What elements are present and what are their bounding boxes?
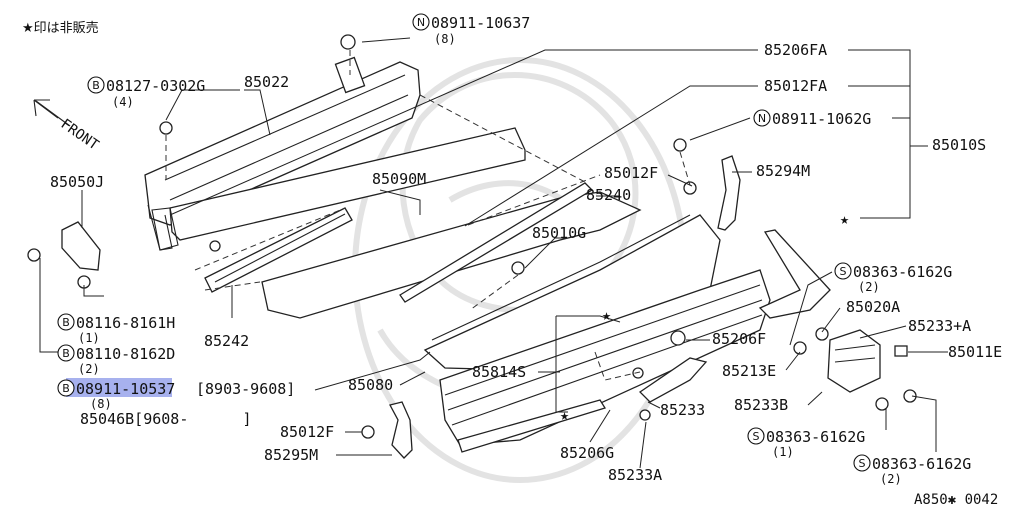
svg-text:B: B (62, 316, 70, 329)
svg-text:(2): (2) (78, 362, 100, 376)
callout-85080[interactable]: 85080 (348, 376, 393, 394)
callout-85012fa[interactable]: 85012FA (764, 77, 827, 95)
svg-text:[8903-9608]: [8903-9608] (196, 380, 295, 398)
callout-85233a-plus[interactable]: 85233+A (908, 317, 971, 335)
callout-s-08363-6162g-top[interactable]: S 08363-6162G (2) (834, 262, 952, 294)
callout-85050j[interactable]: 85050J (50, 173, 104, 191)
callout-85213e[interactable]: 85213E (722, 362, 776, 380)
retainer-85240 (399, 182, 594, 303)
callout-85294m[interactable]: 85294M (756, 162, 810, 180)
svg-text:(1): (1) (772, 445, 794, 459)
svg-text:08911-10637: 08911-10637 (431, 14, 530, 32)
callout-85010g[interactable]: 85010G (532, 224, 586, 242)
molding-85206fa (758, 229, 831, 319)
star-marker-1: ★ (840, 210, 849, 228)
callout-n-08911-1062g[interactable]: N 08911-1062G (753, 109, 871, 128)
callout-85012f-top[interactable]: 85012F (604, 164, 658, 182)
bracket-85242 (204, 207, 353, 293)
callout-b-08911-10537[interactable]: B 08911-10537 [8903-9608] (8) (57, 378, 295, 411)
star-marker-3: ★ (560, 406, 569, 424)
svg-text:08363-6162G: 08363-6162G (853, 263, 952, 281)
svg-text:(8): (8) (90, 397, 112, 411)
callout-85242[interactable]: 85242 (204, 332, 249, 350)
absorber-85090m (151, 127, 526, 251)
callout-85240[interactable]: 85240 (586, 186, 631, 204)
callout-s-08363-6162g-mid[interactable]: S 08363-6162G (1) (747, 427, 865, 459)
callout-85206fa[interactable]: 85206FA (764, 41, 827, 59)
svg-text:08110-8162D: 08110-8162D (76, 345, 175, 363)
star-marker-2: ★ (602, 306, 611, 324)
callout-85011e[interactable]: 85011E (948, 343, 1002, 361)
svg-text:S: S (859, 457, 866, 470)
svg-text:(2): (2) (858, 280, 880, 294)
callout-85020a[interactable]: 85020A (846, 298, 900, 316)
callout-85295m[interactable]: 85295M (264, 446, 318, 464)
lower-bumper-85814s (439, 269, 771, 446)
svg-text:S: S (840, 265, 847, 278)
callout-85233a[interactable]: 85233A (608, 466, 662, 484)
callout-85010s[interactable]: 85010S (932, 136, 986, 154)
callout-85090m[interactable]: 85090M (372, 170, 426, 188)
bracket-85020a (827, 329, 881, 393)
bracket-85233 (638, 357, 708, 403)
side-bracket-85294m (717, 155, 741, 231)
stay-85050j (61, 221, 101, 271)
svg-text:08116-8161H: 08116-8161H (76, 314, 175, 332)
svg-text:B: B (62, 347, 70, 360)
svg-text:N: N (758, 112, 766, 125)
svg-text:08363-6162G: 08363-6162G (872, 455, 971, 473)
front-label: FRONT (58, 116, 102, 154)
svg-text:N: N (417, 16, 425, 29)
svg-text:B: B (62, 382, 70, 395)
selection-highlight (66, 378, 172, 397)
callout-85046b[interactable]: 85046B[9608- ] (80, 410, 252, 428)
callout-85206f[interactable]: 85206F (712, 330, 766, 348)
callout-85814s[interactable]: 85814S (472, 363, 526, 381)
callout-85206g[interactable]: 85206G (560, 444, 614, 462)
side-bracket-85295m (389, 401, 413, 459)
svg-text:S: S (753, 430, 760, 443)
svg-text:(4): (4) (112, 95, 134, 109)
svg-text:08363-6162G: 08363-6162G (766, 428, 865, 446)
callout-n-08911-10637[interactable]: N 08911-10637 (8) (412, 13, 530, 46)
svg-text:08911-10537: 08911-10537 (76, 380, 175, 398)
reinforcement-85022 (144, 56, 421, 251)
svg-text:08127-0302G: 08127-0302G (106, 77, 205, 95)
assembly-dash-lines (165, 50, 691, 381)
callout-b-08110-8162d[interactable]: B 08110-8162D (2) (57, 344, 175, 376)
callout-85233[interactable]: 85233 (660, 401, 705, 419)
callout-b-08127-0302g[interactable]: B 08127-0302G (4) (87, 76, 205, 109)
callout-s-08363-6162g-bottom[interactable]: S 08363-6162G (2) (853, 454, 971, 486)
svg-text:(8): (8) (434, 32, 456, 46)
leader-lines (39, 37, 948, 469)
svg-text:08911-1062G: 08911-1062G (772, 110, 871, 128)
svg-text:(1): (1) (78, 331, 100, 345)
callout-85012f-bottom[interactable]: 85012F (280, 423, 334, 441)
figure-id: A850✱ 0042 (914, 492, 998, 508)
legend-note: ★印は非販売 (22, 20, 99, 36)
callout-b-08116-8161h[interactable]: B 08116-8161H (1) (57, 313, 175, 345)
svg-text:B: B (92, 79, 100, 92)
svg-text:(2): (2) (880, 472, 902, 486)
front-arrow: FRONT (33, 99, 102, 154)
callout-85022[interactable]: 85022 (244, 73, 289, 91)
callout-85233b[interactable]: 85233B (734, 396, 788, 414)
molding-85206g (457, 399, 606, 453)
